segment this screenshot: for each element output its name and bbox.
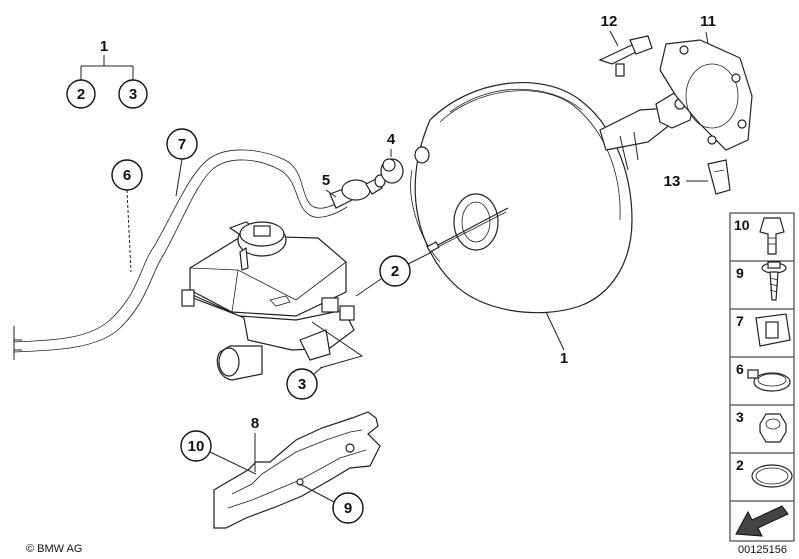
clip-nut-icon bbox=[759, 217, 785, 255]
callout-7: 7 bbox=[178, 136, 186, 153]
hose-clamp-icon bbox=[747, 369, 791, 392]
legend-panel: 10 9 7 6 3 2 bbox=[729, 212, 795, 542]
callout-4: 4 bbox=[387, 131, 396, 148]
clip-13 bbox=[707, 159, 731, 195]
callout-2-circle-top bbox=[66, 79, 96, 109]
master-cylinder bbox=[181, 221, 355, 381]
callout-7-group: 7 bbox=[166, 128, 198, 197]
callout-12: 12 bbox=[601, 13, 618, 30]
callout-13: 13 bbox=[664, 173, 681, 190]
legend-num-3: 3 bbox=[736, 409, 744, 425]
screw-icon bbox=[761, 261, 787, 301]
callout-2-top: 2 bbox=[77, 86, 85, 103]
o-ring-icon bbox=[751, 464, 793, 488]
copyright-text: © BMW AG bbox=[26, 543, 82, 555]
callout-2-mid-group: 2 bbox=[355, 249, 437, 297]
check-valve bbox=[329, 174, 386, 209]
callout-1-top: 1 bbox=[100, 38, 108, 55]
callout-2-mid: 2 bbox=[391, 263, 399, 280]
rubber-grommet-icon bbox=[755, 313, 791, 347]
callout-6-group: 6 bbox=[111, 159, 143, 273]
diagram-number: 00125156 bbox=[738, 544, 787, 556]
callout-10: 10 bbox=[188, 438, 205, 455]
callout-3-mid: 3 bbox=[298, 376, 306, 393]
direction-arrow-icon bbox=[735, 505, 789, 537]
callout-1-mid: 1 bbox=[560, 350, 568, 367]
grommet bbox=[380, 158, 404, 184]
callout-3-mid-group: 3 bbox=[286, 321, 364, 400]
legend-num-6: 6 bbox=[736, 361, 744, 377]
legend-num-9: 9 bbox=[736, 265, 744, 281]
heat-shield bbox=[213, 411, 381, 529]
callout-group-1-top: 1 2 3 bbox=[66, 38, 148, 109]
callout-3-top: 3 bbox=[129, 86, 137, 103]
clip-12 bbox=[598, 35, 653, 77]
brake-booster bbox=[410, 82, 695, 314]
callout-11: 11 bbox=[700, 13, 716, 30]
callout-6: 6 bbox=[123, 167, 131, 184]
callout-9: 9 bbox=[344, 500, 352, 517]
callout-3-circle-top bbox=[118, 79, 148, 109]
legend-num-10: 10 bbox=[734, 217, 750, 233]
gasket bbox=[659, 39, 753, 151]
legend-num-7: 7 bbox=[736, 313, 744, 329]
callout-8: 8 bbox=[251, 415, 259, 432]
callout-5: 5 bbox=[322, 172, 330, 189]
vacuum-hose bbox=[13, 149, 348, 360]
hex-nut-icon bbox=[759, 413, 787, 443]
legend-num-2: 2 bbox=[736, 457, 744, 473]
